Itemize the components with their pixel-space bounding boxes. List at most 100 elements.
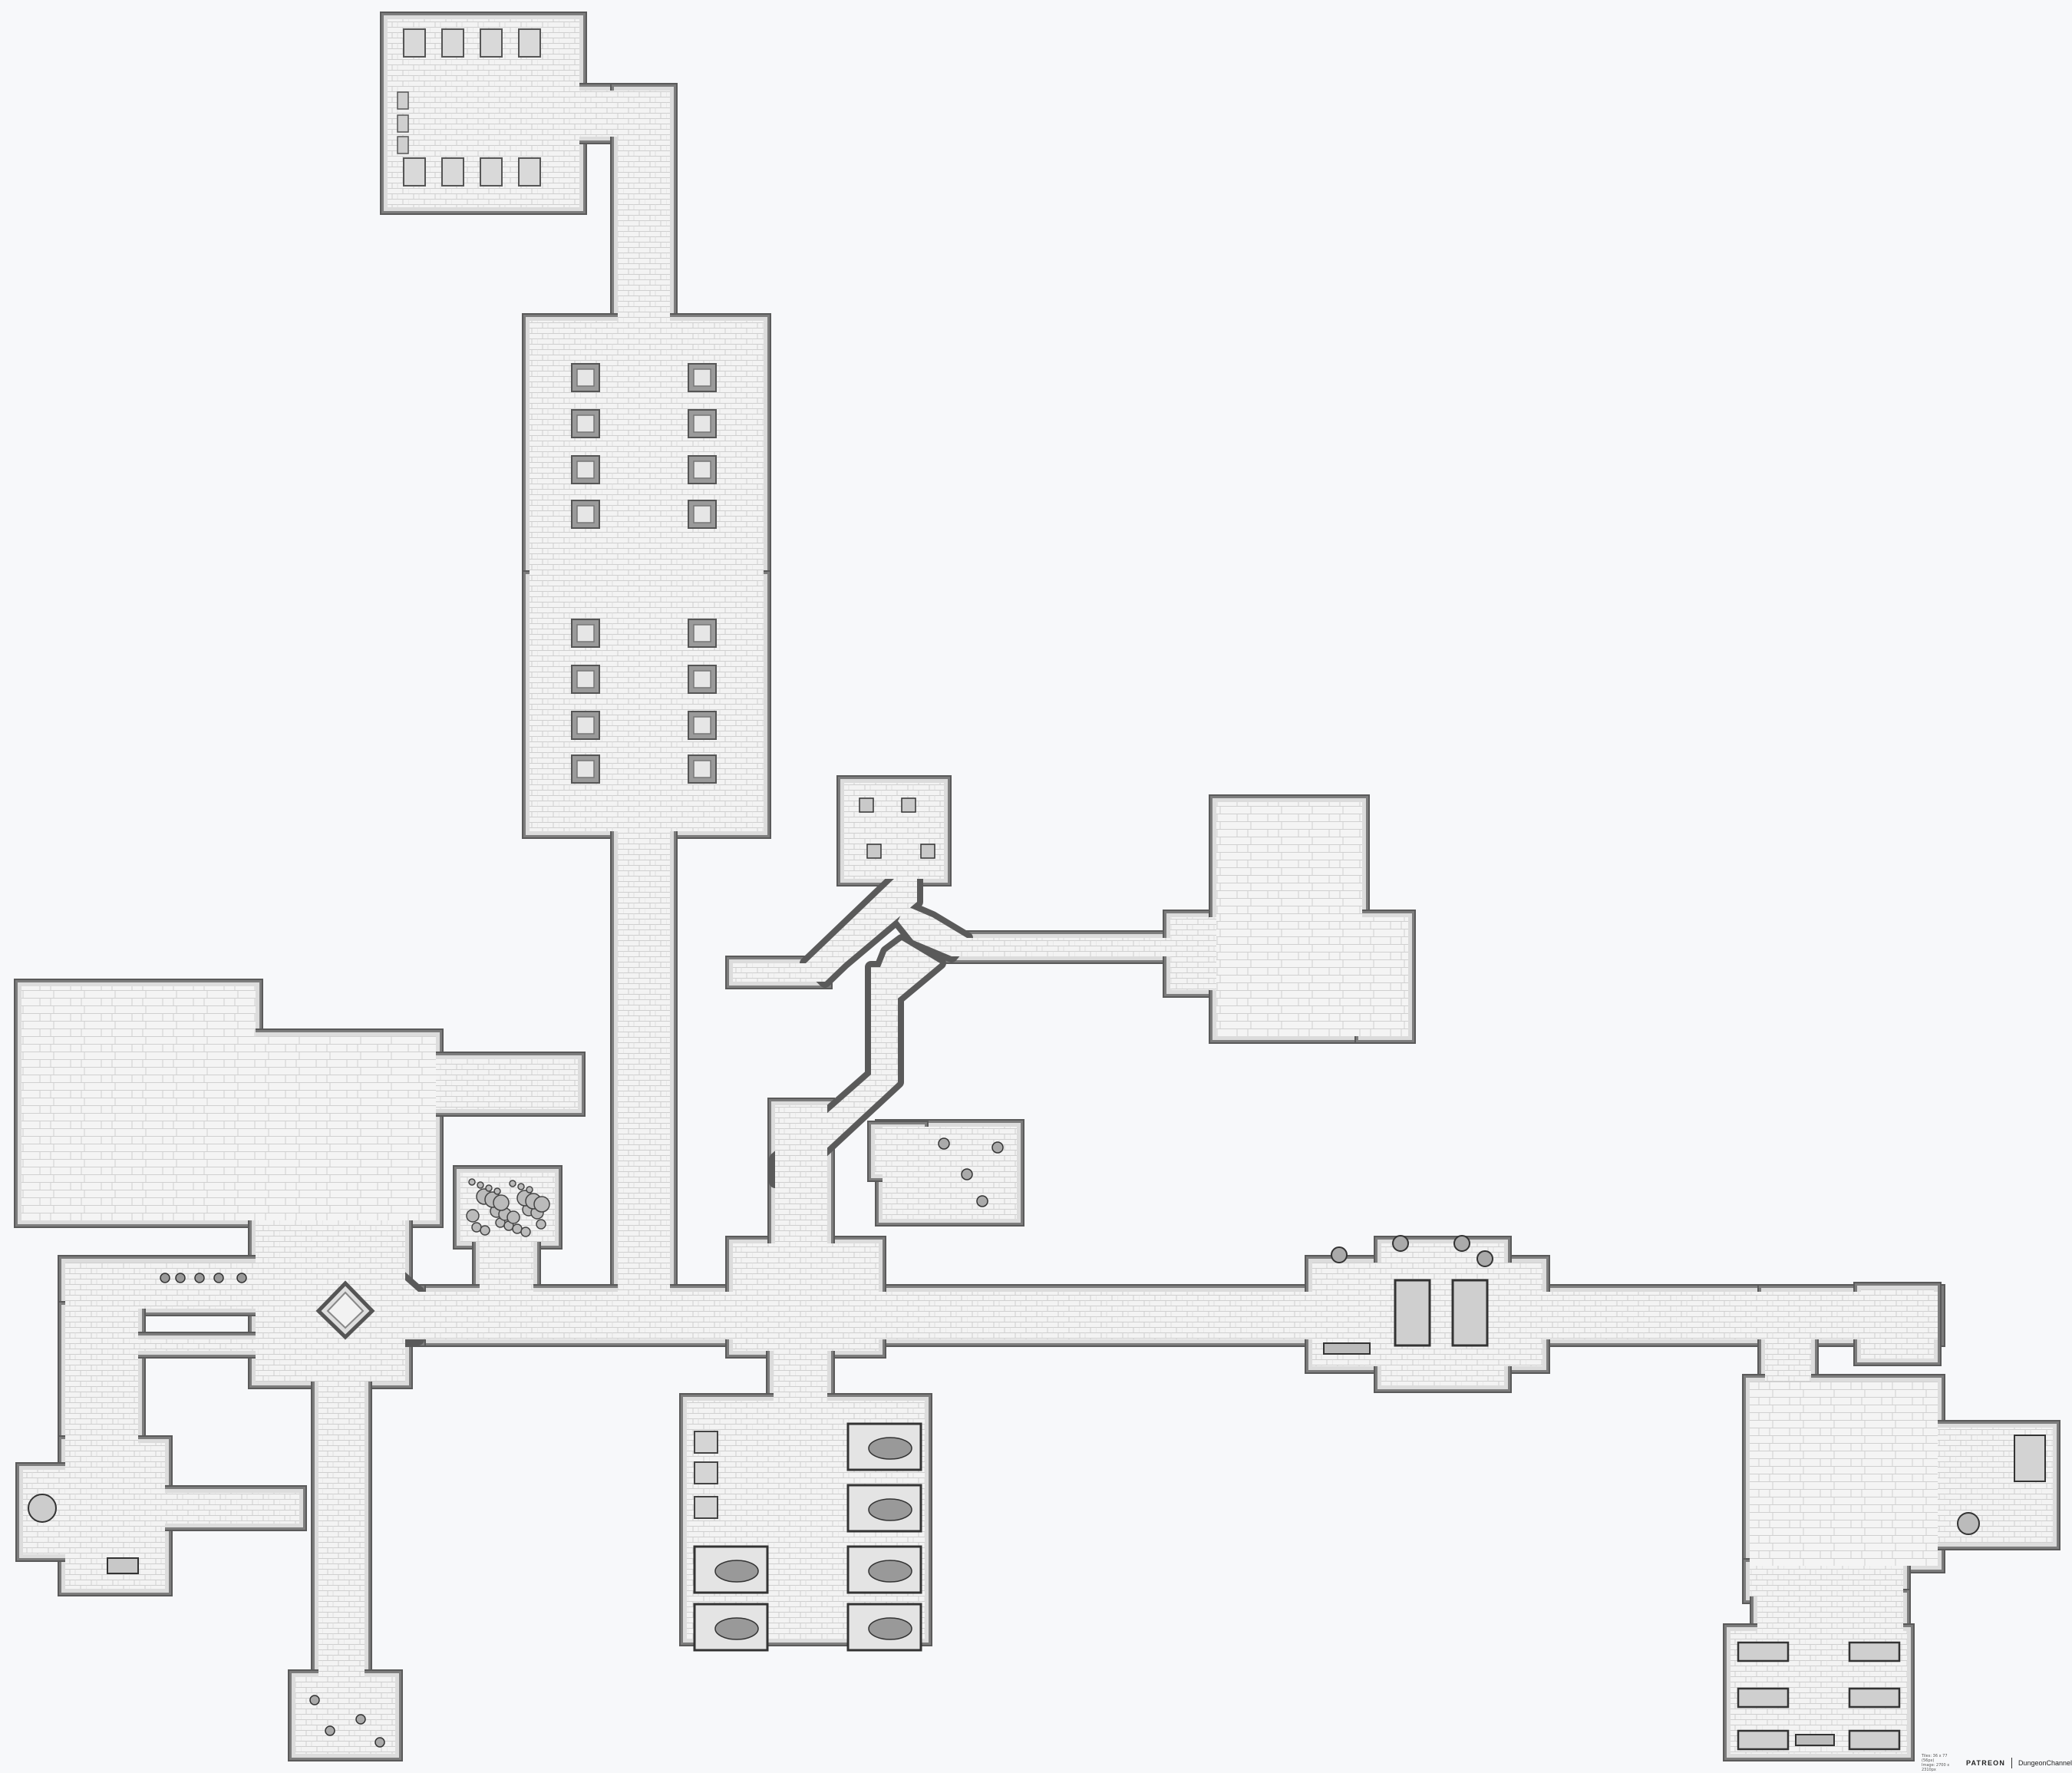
corridor-central-south bbox=[774, 1351, 827, 1401]
bookshelf bbox=[1848, 1729, 1901, 1751]
room-east-wing bbox=[1362, 917, 1408, 1036]
lab-table bbox=[694, 1431, 718, 1454]
pillar bbox=[688, 665, 717, 694]
pillar bbox=[688, 409, 717, 438]
crate bbox=[901, 797, 916, 813]
room-storage-north bbox=[844, 783, 944, 879]
gate-table bbox=[1451, 1279, 1489, 1347]
pillar bbox=[688, 363, 717, 392]
stool bbox=[976, 1195, 988, 1207]
corridor-rubble-south bbox=[480, 1242, 533, 1292]
map-meta: Tiles: 36 x 77 (56px) Image: 2700 x 2310… bbox=[1922, 1754, 1960, 1772]
lab-cell bbox=[693, 1603, 769, 1652]
credit-separator bbox=[2011, 1758, 2012, 1768]
bed bbox=[441, 28, 464, 58]
pillar bbox=[571, 754, 600, 784]
pillar bbox=[688, 711, 717, 740]
map-credit: Tiles: 36 x 77 (56px) Image: 2700 x 2310… bbox=[1922, 1754, 2072, 1772]
debris bbox=[309, 1695, 320, 1705]
chapel-font bbox=[28, 1494, 57, 1523]
lab-table bbox=[694, 1496, 718, 1519]
corridor-south-west bbox=[318, 1339, 365, 1685]
props-layer bbox=[28, 28, 2046, 1751]
bed bbox=[403, 28, 426, 58]
debris bbox=[325, 1725, 335, 1736]
chest bbox=[397, 114, 409, 133]
corridor-se-lower bbox=[1750, 1566, 1903, 1596]
bookshelf bbox=[1737, 1687, 1790, 1709]
bookshelf bbox=[1737, 1729, 1790, 1751]
corridor-to-east-room bbox=[952, 938, 1170, 956]
bench bbox=[1323, 1342, 1371, 1355]
pillar bbox=[688, 455, 717, 484]
armory-helm bbox=[194, 1273, 205, 1283]
rubble-stone bbox=[526, 1186, 533, 1194]
barrel bbox=[1476, 1250, 1493, 1267]
patreon-brand: PATREON bbox=[1965, 1759, 2006, 1767]
corridor-study-link bbox=[875, 1128, 921, 1174]
bed bbox=[480, 157, 503, 187]
channel-name: DungeonChannel bbox=[2018, 1759, 2072, 1767]
corridor-drop-east bbox=[1765, 1339, 1811, 1385]
pillar bbox=[688, 754, 717, 784]
rubble-stone bbox=[533, 1196, 550, 1213]
corridor-north bbox=[618, 91, 670, 321]
barrel bbox=[1453, 1235, 1470, 1252]
rubble-stone bbox=[536, 1219, 546, 1230]
rubble-stone bbox=[512, 1223, 523, 1234]
debris bbox=[355, 1714, 366, 1725]
rubble-stone bbox=[506, 1210, 520, 1224]
room-great-east bbox=[1216, 802, 1362, 1036]
pillar bbox=[571, 363, 600, 392]
bed bbox=[403, 157, 426, 187]
rubble-stone bbox=[485, 1184, 493, 1192]
corridor-diag-mid-upper bbox=[871, 940, 940, 1002]
rubble-stone bbox=[477, 1181, 484, 1189]
tiles-info: Tiles: 36 x 77 (56px) bbox=[1922, 1754, 1948, 1763]
corridor-diag-upper-right bbox=[898, 906, 967, 956]
bookshelf bbox=[1848, 1641, 1901, 1662]
stool bbox=[938, 1137, 950, 1150]
pillar bbox=[571, 711, 600, 740]
rug bbox=[1795, 1734, 1835, 1746]
debris bbox=[374, 1737, 385, 1748]
rubble-stone bbox=[468, 1178, 476, 1186]
rubble-stone bbox=[520, 1227, 531, 1237]
chest bbox=[397, 91, 409, 110]
chapel-bench bbox=[107, 1557, 139, 1574]
room-south-east bbox=[1750, 1382, 1938, 1566]
corridor-east-room-link bbox=[1170, 917, 1216, 990]
chest bbox=[397, 136, 409, 154]
rubble-stone bbox=[471, 1222, 482, 1233]
crate bbox=[920, 844, 935, 859]
armory-ledge bbox=[138, 1339, 257, 1351]
armory-helm bbox=[236, 1273, 247, 1283]
rubble-stone bbox=[509, 1180, 516, 1187]
rubble-stone bbox=[466, 1209, 480, 1223]
hall-pillars-north bbox=[530, 321, 764, 578]
pillar bbox=[571, 500, 600, 529]
barrel bbox=[1392, 1235, 1409, 1252]
stool bbox=[991, 1141, 1004, 1154]
bookshelf bbox=[1737, 1641, 1790, 1662]
crate bbox=[866, 844, 882, 859]
bed bbox=[518, 157, 541, 187]
lab-cell bbox=[846, 1603, 922, 1652]
rubble-stone bbox=[517, 1183, 525, 1190]
rubble-stone bbox=[493, 1194, 510, 1211]
room-far-east-corner bbox=[1861, 1289, 1934, 1359]
pillar bbox=[688, 500, 717, 529]
pillar bbox=[571, 409, 600, 438]
corridor-armory-top bbox=[65, 1263, 257, 1309]
alcove-table bbox=[1957, 1512, 1980, 1535]
rubble-stone bbox=[480, 1225, 490, 1236]
lab-cell bbox=[693, 1545, 769, 1594]
hub-altar-inner bbox=[326, 1291, 365, 1329]
stool bbox=[961, 1168, 973, 1180]
rubble-stone bbox=[493, 1187, 501, 1195]
bookshelf bbox=[1848, 1687, 1901, 1709]
armory-helm bbox=[160, 1273, 170, 1283]
gate-table bbox=[1394, 1279, 1431, 1347]
corridor-diag-upper-left bbox=[806, 879, 917, 982]
